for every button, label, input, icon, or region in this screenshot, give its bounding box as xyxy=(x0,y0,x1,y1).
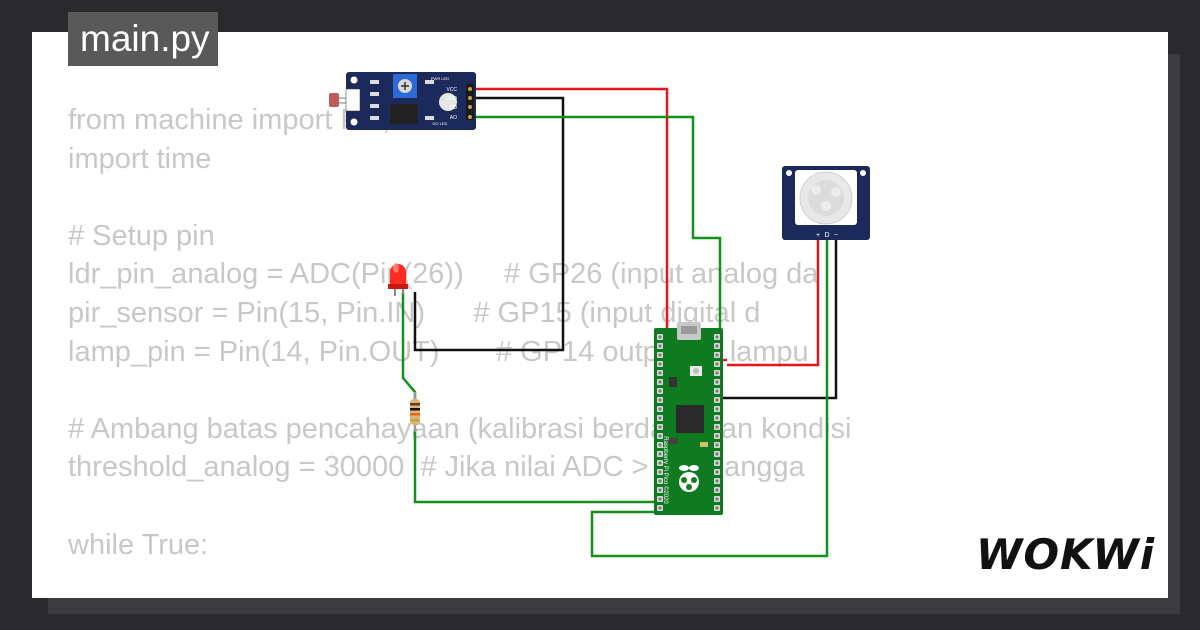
code-line: lamp_pin = Pin(14, Pin.OUT) # GP14 outpu… xyxy=(68,335,809,368)
pico-pin-hole xyxy=(658,371,662,375)
pico-pin-hole xyxy=(715,488,719,492)
pico-pin-hole xyxy=(715,452,719,456)
pico-pin-hole xyxy=(715,335,719,339)
preview-card xyxy=(32,32,1168,598)
pico-pin-hole xyxy=(658,380,662,384)
wire-pir-gnd xyxy=(722,240,838,400)
code-line: import time xyxy=(68,142,212,175)
pico-pin-hole xyxy=(715,497,719,501)
pico-left-header xyxy=(657,334,663,511)
wokwi-logo: WOKWi xyxy=(976,530,1156,579)
pico-pin-hole xyxy=(715,362,719,366)
ldr-pin-label-ao: AO xyxy=(450,115,457,121)
pico-pin-hole xyxy=(658,497,662,501)
ldr-pin-label-do: DO xyxy=(450,105,458,111)
pico-pin-hole xyxy=(715,470,719,474)
red-led[interactable] xyxy=(388,263,408,296)
pir-pin-label-data: D xyxy=(824,232,829,239)
pico-pin-hole xyxy=(658,344,662,348)
pico-pin-hole xyxy=(715,398,719,402)
ldr-pin-label-vcc: VCC xyxy=(446,87,457,93)
pico-pin-hole xyxy=(715,443,719,447)
wire-pir-vcc xyxy=(727,240,820,367)
pico-pin-hole xyxy=(715,506,719,510)
pico-pin-hole xyxy=(658,452,662,456)
pico-pin-hole xyxy=(658,335,662,339)
pico-pin-hole xyxy=(658,416,662,420)
wire-ldr-ao xyxy=(474,115,722,396)
pico-pin-hole xyxy=(658,389,662,393)
resistor[interactable] xyxy=(410,392,420,432)
pico-pin-hole xyxy=(715,425,719,429)
pico-pin-hole xyxy=(715,380,719,384)
pico-pin-hole xyxy=(658,470,662,474)
pico-pin-hole xyxy=(715,479,719,483)
pico-pin-hole xyxy=(715,344,719,348)
pir-pin-label-gnd: − xyxy=(834,232,838,239)
code-line: ldr_pin_analog = ADC(Pin(26)) # GP26 (in… xyxy=(68,258,819,291)
pico-pin-hole xyxy=(658,461,662,465)
ldr-led-label-pwr: PWR LED xyxy=(431,76,449,81)
pico-right-header xyxy=(714,334,720,511)
pico-pin-hole xyxy=(715,461,719,465)
pico-pin-hole xyxy=(658,479,662,483)
pico-pin-hole xyxy=(658,434,662,438)
pico-pin-hole xyxy=(658,425,662,429)
pico-pin-hole xyxy=(715,407,719,411)
wire-resistor-to-pico xyxy=(413,428,660,504)
pir-pin-label-vcc: + xyxy=(816,232,820,239)
wire-pir-data xyxy=(590,240,829,558)
file-tab[interactable]: main.py xyxy=(68,12,218,66)
wire-ldr-vcc xyxy=(474,87,727,362)
wire-ldr-gnd xyxy=(413,96,565,352)
pico-pin-hole xyxy=(658,407,662,411)
pico-pin-hole xyxy=(715,434,719,438)
code-line: # Setup pin xyxy=(68,219,215,252)
pir-motion-sensor[interactable]: + D − xyxy=(782,166,870,240)
pico-pin-hole xyxy=(658,353,662,357)
ldr-pin-label-gnd: GND xyxy=(446,96,458,102)
raspberry-pi-pico[interactable]: Raspberry Pi Pico ©2020 xyxy=(654,322,723,515)
code-line: while True: xyxy=(68,528,209,561)
pico-pin-hole xyxy=(715,416,719,420)
code-line: pir_sensor = Pin(15, Pin.IN) # GP15 (inp… xyxy=(68,296,761,329)
pico-pin-hole xyxy=(658,443,662,447)
pico-pin-hole xyxy=(658,362,662,366)
pico-board-label: Raspberry Pi Pico ©2020 xyxy=(662,436,669,504)
photoresistor-icon xyxy=(329,93,339,107)
pico-pin-hole xyxy=(715,389,719,393)
pico-pin-hole xyxy=(715,353,719,357)
pico-pin-hole xyxy=(658,488,662,492)
ldr-sensor-module[interactable]: VCC GND DO AO PWR LED DO LED xyxy=(329,72,476,130)
wire-led-to-resistor xyxy=(401,292,417,400)
pico-pin-hole xyxy=(658,506,662,510)
raspberry-logo-icon xyxy=(679,465,699,492)
pico-pin-hole xyxy=(715,371,719,375)
ldr-led-label-do: DO LED xyxy=(433,121,448,126)
pico-pin-hole xyxy=(658,398,662,402)
